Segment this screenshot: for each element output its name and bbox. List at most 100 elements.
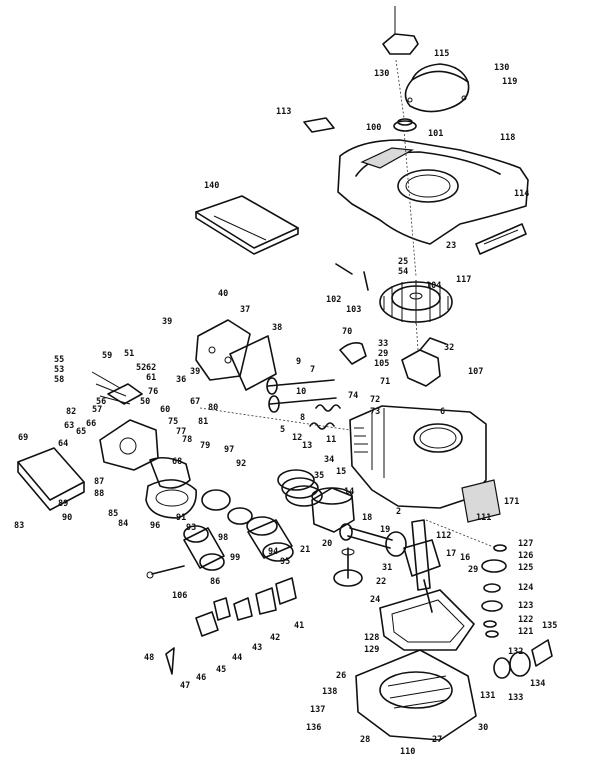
callout-119: 119 bbox=[502, 77, 517, 87]
callout-41: 41 bbox=[294, 621, 304, 631]
callout-130a: 130 bbox=[374, 69, 389, 79]
callout-86: 86 bbox=[210, 577, 220, 587]
callout-98: 98 bbox=[218, 533, 228, 543]
callout-73: 73 bbox=[370, 407, 380, 417]
callout-labels: 115 130 130 119 113 100 101 118 140 114 … bbox=[14, 49, 557, 757]
callout-90: 90 bbox=[62, 513, 72, 523]
callout-24: 24 bbox=[370, 595, 380, 605]
callout-25: 25 bbox=[398, 257, 408, 267]
callout-123: 123 bbox=[518, 601, 533, 611]
callout-45: 45 bbox=[216, 665, 226, 675]
callout-35: 35 bbox=[314, 471, 324, 481]
callout-64: 64 bbox=[58, 439, 68, 449]
callout-71: 71 bbox=[380, 377, 390, 387]
callout-80: 80 bbox=[208, 403, 218, 413]
callout-29b: 29 bbox=[468, 565, 478, 575]
callout-82: 82 bbox=[66, 407, 76, 417]
decal-114 bbox=[475, 223, 527, 255]
callout-39: 39 bbox=[162, 317, 172, 327]
callout-26: 26 bbox=[336, 671, 346, 681]
callout-15: 15 bbox=[336, 467, 346, 477]
callout-23: 23 bbox=[446, 241, 456, 251]
callout-133: 133 bbox=[508, 693, 523, 703]
callout-40: 40 bbox=[218, 289, 228, 299]
callout-85: 85 bbox=[108, 509, 118, 519]
callout-107: 107 bbox=[468, 367, 483, 377]
fuel-filter-cylinder bbox=[183, 525, 225, 571]
gasket-rings bbox=[201, 489, 253, 525]
crankcase-sump bbox=[355, 649, 477, 741]
piston-rings bbox=[277, 469, 323, 507]
callout-102: 102 bbox=[326, 295, 341, 305]
callout-56: 56 bbox=[96, 397, 106, 407]
callout-12: 12 bbox=[292, 433, 302, 443]
ignition-module bbox=[339, 337, 447, 387]
callout-105: 105 bbox=[374, 359, 389, 369]
callout-2: 2 bbox=[396, 507, 401, 517]
callout-68: 68 bbox=[172, 457, 182, 467]
flywheel-key bbox=[335, 263, 369, 291]
callout-122: 122 bbox=[518, 615, 533, 625]
callout-63: 63 bbox=[64, 421, 74, 431]
blower-housing bbox=[337, 139, 529, 245]
callout-70: 70 bbox=[342, 327, 352, 337]
connecting-rod bbox=[339, 523, 407, 557]
callout-21: 21 bbox=[300, 545, 310, 555]
alignment-lines bbox=[199, 59, 497, 549]
callout-106: 106 bbox=[172, 591, 187, 601]
callout-17: 17 bbox=[446, 549, 456, 559]
callout-72: 72 bbox=[370, 395, 380, 405]
callout-78: 78 bbox=[182, 435, 192, 445]
callout-31: 31 bbox=[382, 563, 392, 573]
callout-88: 88 bbox=[94, 489, 104, 499]
callout-58: 58 bbox=[54, 375, 64, 385]
gaskets bbox=[165, 577, 297, 675]
callout-128: 128 bbox=[364, 633, 379, 643]
callout-127: 127 bbox=[518, 539, 533, 549]
callout-60: 60 bbox=[160, 405, 170, 415]
callout-48: 48 bbox=[144, 653, 154, 663]
callout-30: 30 bbox=[478, 723, 488, 733]
callout-134: 134 bbox=[530, 679, 545, 689]
oil-seals bbox=[493, 639, 553, 679]
air-filter bbox=[195, 195, 299, 255]
muffler-cylinder bbox=[246, 516, 294, 562]
valves bbox=[266, 377, 341, 430]
callout-74: 74 bbox=[348, 391, 358, 401]
callout-76: 76 bbox=[148, 387, 158, 397]
callout-8: 8 bbox=[300, 413, 305, 423]
callout-81: 81 bbox=[198, 417, 208, 427]
callout-34: 34 bbox=[324, 455, 334, 465]
callout-36: 36 bbox=[176, 375, 186, 385]
callout-57: 57 bbox=[92, 405, 102, 415]
callout-28: 28 bbox=[360, 735, 370, 745]
callout-100: 100 bbox=[366, 123, 381, 133]
callout-62: 62 bbox=[146, 363, 156, 373]
callout-79: 79 bbox=[200, 441, 210, 451]
callout-11: 11 bbox=[326, 435, 336, 445]
callout-95: 95 bbox=[280, 557, 290, 567]
callout-69: 69 bbox=[18, 433, 28, 443]
callout-42: 42 bbox=[270, 633, 280, 643]
callout-54: 54 bbox=[398, 267, 408, 277]
callout-130b: 130 bbox=[494, 63, 509, 73]
callout-117: 117 bbox=[456, 275, 471, 285]
callout-101: 101 bbox=[428, 129, 443, 139]
callout-66: 66 bbox=[86, 419, 96, 429]
callout-124: 124 bbox=[518, 583, 533, 593]
callout-20: 20 bbox=[322, 539, 332, 549]
callout-114: 114 bbox=[514, 189, 529, 199]
callout-140: 140 bbox=[204, 181, 219, 191]
callout-94: 94 bbox=[268, 547, 278, 557]
callout-51: 51 bbox=[124, 349, 134, 359]
callout-61: 61 bbox=[146, 373, 156, 383]
sump-gasket bbox=[379, 589, 475, 651]
callout-129: 129 bbox=[364, 645, 379, 655]
callout-93: 93 bbox=[186, 523, 196, 533]
callout-44: 44 bbox=[232, 653, 242, 663]
callout-91: 91 bbox=[176, 513, 186, 523]
callout-84: 84 bbox=[118, 519, 128, 529]
label-plate-113 bbox=[303, 117, 335, 133]
callout-46: 46 bbox=[196, 673, 206, 683]
callout-13: 13 bbox=[302, 441, 312, 451]
